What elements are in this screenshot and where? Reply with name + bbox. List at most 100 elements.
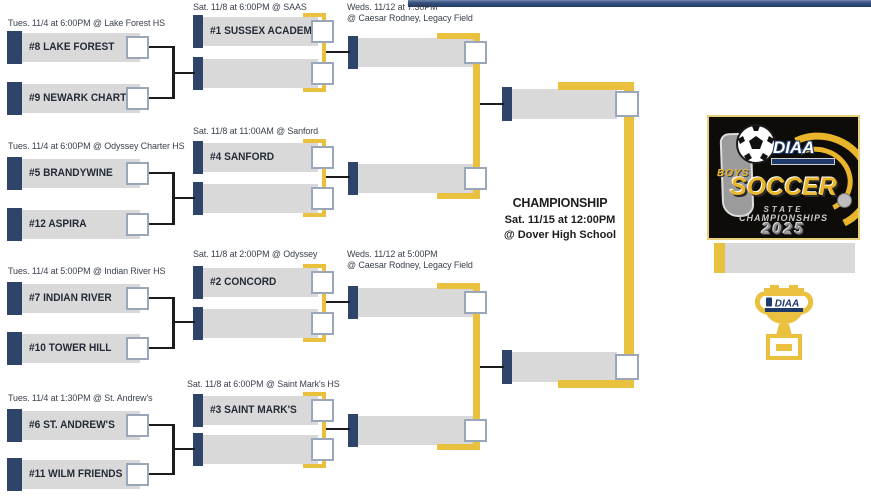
team-label: #1 SUSSEX ACADEMY xyxy=(210,25,319,37)
team-accent xyxy=(7,458,22,491)
team-bar-sanford: #4 SANFORD xyxy=(193,141,318,174)
gold-bracket xyxy=(303,464,326,468)
score-box xyxy=(615,354,639,380)
team-accent xyxy=(502,87,512,121)
team-accent xyxy=(193,433,203,466)
qf1-header: Sat. 11/8 at 6:00PM @ SAAS xyxy=(193,2,307,13)
score-box xyxy=(126,287,149,310)
team-bar-aspira: #12 ASPIRA xyxy=(7,208,140,241)
bracket-connector xyxy=(172,321,195,323)
bracket-connector xyxy=(172,72,195,74)
bracket-connector xyxy=(147,473,174,475)
gold-bracket xyxy=(303,213,326,217)
qf4-header: Sat. 11/8 at 6:00PM @ Saint Mark's HS xyxy=(187,379,340,390)
tournament-logo: DIAA BOYS SOCCER STATE CHAMPIONSHIPS 202… xyxy=(707,115,860,240)
gold-bracket xyxy=(437,444,480,450)
bracket-connector xyxy=(172,197,195,199)
team-bar-finalist-bottom xyxy=(502,350,617,384)
team-label: #2 CONCORD xyxy=(210,276,277,288)
round1-game2-header: Tues. 11/4 at 6:00PM @ Odyssey Charter H… xyxy=(8,141,185,152)
team-accent xyxy=(193,394,203,427)
bracket-connector xyxy=(326,301,350,303)
trophy-icon: DIAA xyxy=(754,285,814,360)
bracket-connector xyxy=(172,448,195,450)
gold-bracket xyxy=(437,283,480,289)
team-accent xyxy=(348,36,358,69)
logo-year-text: 2025 xyxy=(761,221,806,238)
score-box xyxy=(311,399,334,422)
gold-bracket xyxy=(303,338,326,342)
score-box xyxy=(126,337,149,360)
team-accent xyxy=(193,266,203,299)
team-accent xyxy=(193,15,203,48)
bracket-connector xyxy=(147,172,174,174)
gold-bracket xyxy=(473,33,480,199)
logo-org-strip xyxy=(771,158,835,165)
championship-venue: @ Dover High School xyxy=(503,229,617,241)
gold-bracket xyxy=(303,139,326,143)
score-box xyxy=(126,36,149,59)
score-box xyxy=(464,41,487,64)
team-bar-sussex-academy: #1 SUSSEX ACADEMY xyxy=(193,15,319,48)
champion-accent xyxy=(714,243,725,273)
team-accent xyxy=(7,332,22,365)
bracket-connector xyxy=(480,366,504,368)
team-accent xyxy=(193,141,203,174)
team-bar-saint-marks: #3 SAINT MARK'S xyxy=(193,394,318,427)
gold-bracket xyxy=(303,13,326,17)
team-bar-sf1-top xyxy=(348,36,478,69)
round1-game4-header: Tues. 11/4 at 1:30PM @ St. Andrew's xyxy=(8,393,153,404)
gold-bracket xyxy=(437,33,480,39)
score-box xyxy=(464,419,487,442)
team-label: #9 NEWARK CHARTER xyxy=(29,92,141,104)
round1-game3-header: Tues. 11/4 at 5:00PM @ Indian River HS xyxy=(8,266,166,277)
score-box xyxy=(126,87,149,110)
gold-bracket xyxy=(303,88,326,92)
team-bar-brandywine: #5 BRANDYWINE xyxy=(7,157,140,190)
svg-text:DIAA: DIAA xyxy=(775,299,799,310)
score-box xyxy=(311,20,334,43)
score-box xyxy=(311,187,334,210)
team-label: #11 WILM FRIENDS xyxy=(29,468,123,480)
score-box xyxy=(464,291,487,314)
score-box xyxy=(311,438,334,461)
gold-bracket xyxy=(322,264,326,342)
championship-datetime: Sat. 11/15 at 12:00PM xyxy=(504,214,616,226)
team-label: #7 INDIAN RIVER xyxy=(29,292,112,304)
team-label: #8 LAKE FOREST xyxy=(29,41,115,53)
team-accent xyxy=(7,208,22,241)
team-accent xyxy=(348,414,358,447)
team-accent xyxy=(7,282,22,315)
gold-bracket xyxy=(303,392,326,396)
gold-bracket xyxy=(322,13,326,92)
team-accent xyxy=(193,57,203,90)
score-box xyxy=(126,213,149,236)
logo-division-text: BOYS xyxy=(717,168,750,179)
team-accent xyxy=(348,162,358,195)
team-label: #5 BRANDYWINE xyxy=(29,167,113,179)
team-bar-concord: #2 CONCORD xyxy=(193,266,318,299)
championship-info: CHAMPIONSHIP Sat. 11/15 at 12:00PM @ Dov… xyxy=(495,196,625,241)
bracket-connector xyxy=(326,428,350,430)
team-accent xyxy=(7,82,22,115)
bracket-connector xyxy=(147,46,174,48)
sf2-header-line1: Weds. 11/12 at 5:00PM xyxy=(347,249,438,260)
score-box xyxy=(311,146,334,169)
qf3-header: Sat. 11/8 at 2:00PM @ Odyssey xyxy=(193,249,318,260)
team-bar-st-andrews: #6 ST. ANDREW'S xyxy=(7,409,140,442)
bracket-connector xyxy=(147,97,174,99)
logo-championships-text: CHAMPIONSHIPS xyxy=(738,213,828,223)
qf2-header: Sat. 11/8 at 11:00AM @ Sanford xyxy=(193,126,319,137)
logo-emblem xyxy=(837,193,852,208)
team-bar-indian-river: #7 INDIAN RIVER xyxy=(7,282,140,315)
team-label: #6 ST. ANDREW'S xyxy=(29,419,115,431)
team-bar-wilm-friends: #11 WILM FRIENDS xyxy=(7,458,140,491)
gold-bracket xyxy=(437,193,480,199)
team-accent xyxy=(7,409,22,442)
gold-bracket xyxy=(624,82,634,388)
team-accent xyxy=(502,350,512,384)
team-label: #10 TOWER HILL xyxy=(29,342,112,354)
score-box xyxy=(126,162,149,185)
score-box xyxy=(464,167,487,190)
logo-org-text: DIAA xyxy=(773,138,815,157)
